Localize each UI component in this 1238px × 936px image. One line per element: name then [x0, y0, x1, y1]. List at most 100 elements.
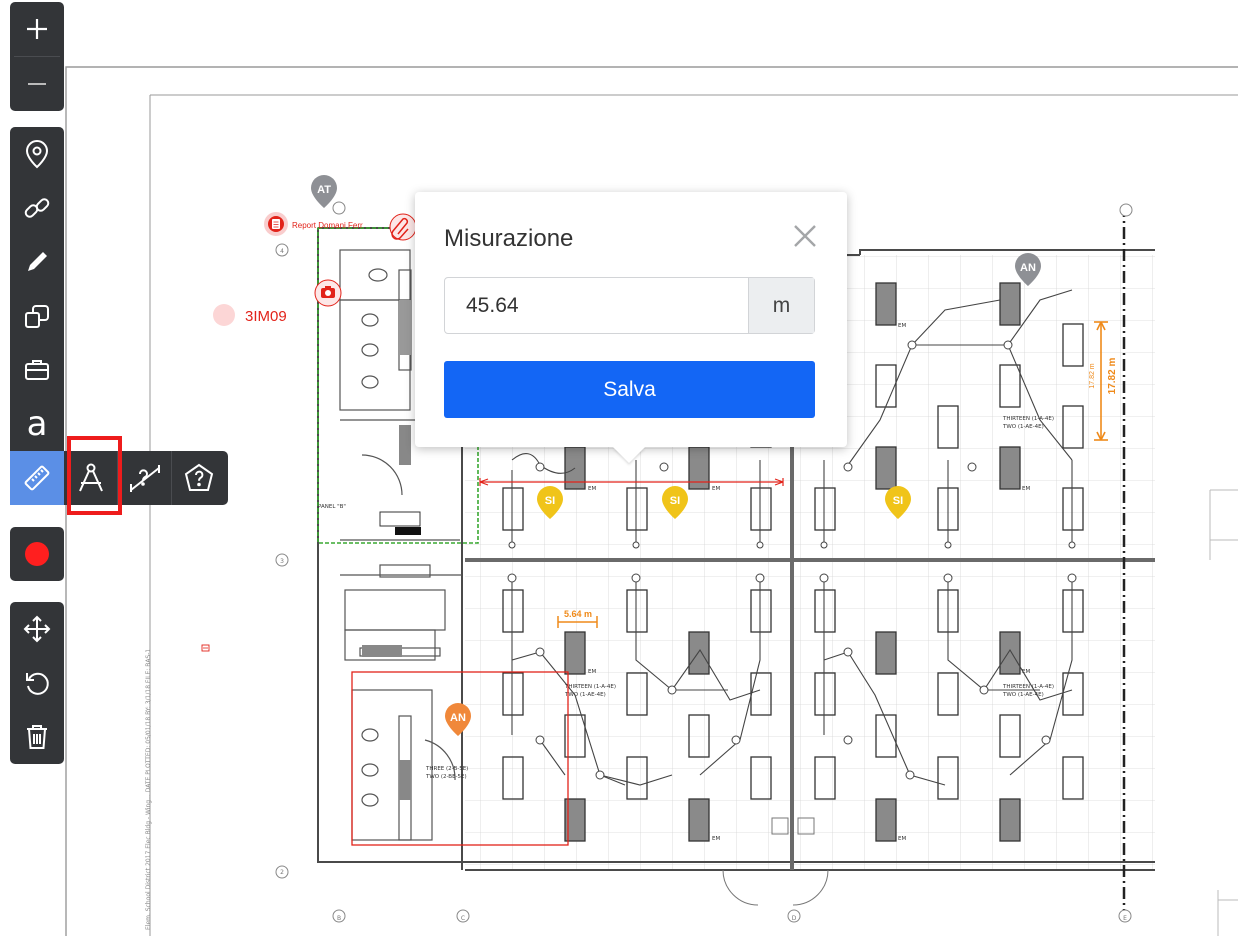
tools-toolbar: a: [10, 127, 64, 505]
svg-text:THIRTEEN (1-A-4E): THIRTEEN (1-A-4E): [1002, 416, 1054, 422]
svg-text:THREE (2-B-5E): THREE (2-B-5E): [425, 766, 468, 772]
text-a-icon: a: [26, 404, 48, 444]
popup-title: Misurazione: [444, 225, 574, 252]
ruler-icon: [24, 465, 50, 491]
marker-an-top[interactable]: AN: [1015, 253, 1041, 286]
svg-text:EM: EM: [712, 836, 720, 842]
plus-icon: [27, 19, 47, 39]
marker-an-bottom[interactable]: AN: [445, 703, 471, 736]
measure-value-input[interactable]: [445, 278, 748, 333]
edit-toolbar: [10, 602, 64, 764]
measurement-line: [479, 478, 784, 486]
svg-text:Report Domani Ferr: Report Domani Ferr: [292, 221, 363, 230]
pen-tool-button[interactable]: [10, 235, 64, 289]
attachment-marker[interactable]: [389, 213, 417, 241]
svg-text:B: B: [337, 915, 341, 922]
svg-text:THIRTEEN (1-A-4E): THIRTEEN (1-A-4E): [1002, 684, 1054, 690]
close-x-icon: [794, 225, 816, 247]
svg-text:PANEL "B": PANEL "B": [318, 504, 346, 510]
svg-text:2: 2: [280, 869, 284, 876]
svg-text:EM: EM: [588, 669, 596, 675]
minus-icon: [28, 83, 46, 85]
compass-icon: [78, 463, 103, 492]
svg-text:TWO (2-BE-5E): TWO (2-BE-5E): [425, 774, 467, 780]
svg-text:TWO (1-AE-4E): TWO (1-AE-4E): [1002, 424, 1044, 430]
shapes-icon: [25, 305, 49, 328]
svg-text:SI: SI: [670, 495, 680, 507]
svg-text:EM: EM: [898, 323, 906, 329]
text-tool-button[interactable]: a: [10, 397, 64, 451]
point-marker-3im09[interactable]: 3IM09: [213, 304, 287, 326]
svg-text:EM: EM: [1022, 486, 1030, 492]
measurement-popup: Misurazione m Salva: [415, 192, 847, 463]
dimension-small: [557, 616, 598, 628]
svg-text:3IM09: 3IM09: [245, 308, 287, 325]
close-button[interactable]: [791, 222, 819, 250]
trash-icon: [27, 725, 47, 749]
marker-si-3[interactable]: SI: [885, 486, 911, 519]
delete-button[interactable]: [10, 710, 64, 764]
record-button[interactable]: [10, 527, 64, 581]
svg-text:AT: AT: [317, 184, 331, 196]
pin-tool-button[interactable]: [10, 127, 64, 181]
svg-text:3: 3: [280, 558, 284, 565]
map-pin-icon: [25, 139, 49, 169]
calibrate-question-icon: [129, 465, 160, 492]
shapes-tool-button[interactable]: [10, 289, 64, 343]
dimension-small-label: 5.64 m: [564, 609, 592, 619]
svg-text:EM: EM: [712, 486, 720, 492]
svg-text:4: 4: [280, 248, 284, 255]
rotate-icon: [26, 672, 49, 695]
dimension-vertical: [1094, 321, 1108, 441]
save-button[interactable]: Salva: [444, 361, 815, 418]
svg-text:SI: SI: [893, 495, 903, 507]
polygon-question-icon: [184, 463, 214, 491]
red-rectangle-annotation: [351, 671, 569, 846]
dimension-vertical-label: 17.82 m: [1107, 358, 1118, 395]
svg-text:THIRTEEN (1-A-4E): THIRTEEN (1-A-4E): [564, 684, 616, 690]
paperclip-icon: [391, 217, 409, 240]
svg-text:Elem. School District 2017 Ele: Elem. School District 2017 Elec Bldg - W…: [145, 649, 152, 930]
svg-text:EM: EM: [1022, 669, 1030, 675]
link-tool-button[interactable]: [10, 181, 64, 235]
zoom-in-button[interactable]: [10, 2, 64, 56]
svg-text:AN: AN: [450, 712, 466, 724]
popup-arrow: [613, 447, 645, 463]
zoom-out-button[interactable]: [10, 57, 64, 111]
pencil-icon: [28, 252, 47, 271]
svg-text:D: D: [792, 915, 797, 922]
rotate-button[interactable]: [10, 656, 64, 710]
measure-input-group: m: [444, 277, 815, 334]
briefcase-tool-button[interactable]: [10, 343, 64, 397]
record-dot-icon: [25, 542, 49, 566]
compass-measure-button[interactable]: [64, 451, 118, 505]
unit-label: m: [748, 278, 814, 333]
revision-cloud: [317, 227, 479, 544]
svg-text:EM: EM: [898, 836, 906, 842]
measure-submenu: [64, 451, 228, 505]
move-arrows-icon: [23, 615, 51, 643]
small-note-icon: [201, 644, 210, 652]
svg-text:E: E: [1123, 915, 1127, 922]
photo-marker[interactable]: [314, 279, 342, 307]
svg-text:SI: SI: [545, 495, 555, 507]
measure-tool-button[interactable]: [10, 451, 64, 505]
svg-text:EM: EM: [588, 486, 596, 492]
calibrate-measure-button[interactable]: [118, 451, 172, 505]
link-icon: [24, 198, 50, 218]
svg-text:AN: AN: [1020, 262, 1036, 274]
move-button[interactable]: [10, 602, 64, 656]
report-marker[interactable]: Report Domani Ferr: [264, 212, 363, 236]
svg-text:TWO (1-AE-4E): TWO (1-AE-4E): [1002, 692, 1044, 698]
light-fixtures: [502, 282, 1084, 842]
area-measure-button[interactable]: [172, 451, 226, 505]
marker-si-1[interactable]: SI: [537, 486, 563, 519]
briefcase-icon: [25, 360, 49, 380]
sheet-border: [65, 66, 1238, 936]
marker-at[interactable]: AT: [311, 175, 337, 208]
marker-si-2[interactable]: SI: [662, 486, 688, 519]
dimension-vertical-label-small: 17.82 m: [1089, 363, 1096, 388]
svg-text:C: C: [461, 915, 465, 922]
zoom-toolbar: [10, 2, 64, 111]
